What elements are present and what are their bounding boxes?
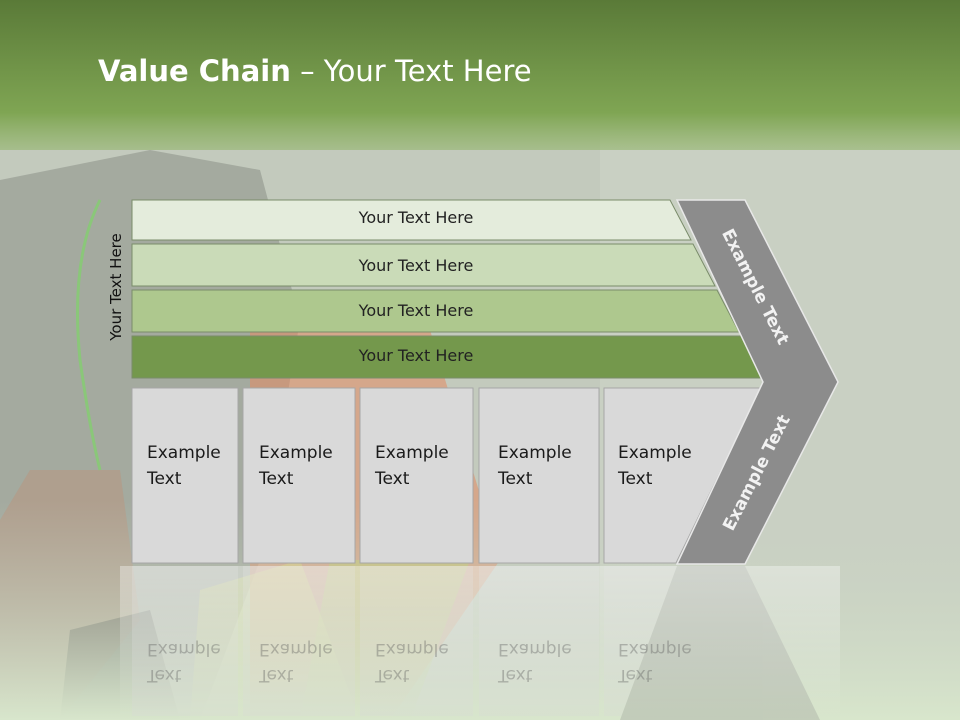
cell-4-reflection-line1: Example: [498, 639, 572, 659]
band-1-label: Your Text Here: [358, 208, 474, 227]
band-4-label: Your Text Here: [358, 346, 474, 365]
cell-4-reflection: Text Example: [498, 636, 572, 688]
cell-1-line1: Example: [147, 443, 221, 463]
cell-2-reflection-line2: Text: [259, 665, 294, 685]
cell-5-reflection: Text Example: [618, 636, 692, 688]
band-3-label: Your Text Here: [358, 301, 474, 320]
cell-1-box: [131, 387, 239, 564]
cell-3-line1: Example: [375, 443, 449, 463]
cell-1-reflection-line1: Example: [147, 639, 221, 659]
cell-4-text: Example Text: [498, 440, 572, 492]
title-bold: Value Chain: [98, 54, 291, 88]
cell-3-reflection-line1: Example: [375, 639, 449, 659]
chevron-shape: [675, 199, 839, 565]
cell-5-line1: Example: [618, 443, 692, 463]
cell-1-line2: Text: [147, 469, 182, 489]
cell-4-line2: Text: [498, 469, 533, 489]
cell-2-line2: Text: [259, 469, 294, 489]
cell-5-reflection-line2: Text: [618, 665, 653, 685]
cell-2-text: Example Text: [259, 440, 333, 492]
cell-1-text: Example Text: [147, 440, 221, 492]
cell-2-reflection-line1: Example: [259, 639, 333, 659]
cell-5-box: [603, 387, 762, 564]
cell-4-line1: Example: [498, 443, 572, 463]
cell-1-reflection: Text Example: [147, 636, 221, 688]
title-rest: – Your Text Here: [290, 54, 532, 88]
side-label: Your Text Here: [107, 233, 125, 341]
cell-4-box: [478, 387, 600, 564]
cell-3-reflection: Text Example: [375, 636, 449, 688]
cell-5-reflection-line1: Example: [618, 639, 692, 659]
cell-2-line1: Example: [259, 443, 333, 463]
cell-3-line2: Text: [375, 469, 410, 489]
cell-3-text: Example Text: [375, 440, 449, 492]
band-2: [131, 243, 716, 287]
band-1: [131, 199, 692, 241]
cell-5-text: Example Text: [618, 440, 692, 492]
cell-3-reflection-line2: Text: [375, 665, 410, 685]
slide-title: Value Chain – Your Text Here: [98, 54, 532, 88]
cell-4-reflection-line2: Text: [498, 665, 533, 685]
cell-2-box: [242, 387, 356, 564]
cell-5-line2: Text: [618, 469, 653, 489]
cell-1-reflection-line2: Text: [147, 665, 182, 685]
cell-2-reflection: Text Example: [259, 636, 333, 688]
band-2-label: Your Text Here: [358, 256, 474, 275]
cell-3-box: [359, 387, 474, 564]
